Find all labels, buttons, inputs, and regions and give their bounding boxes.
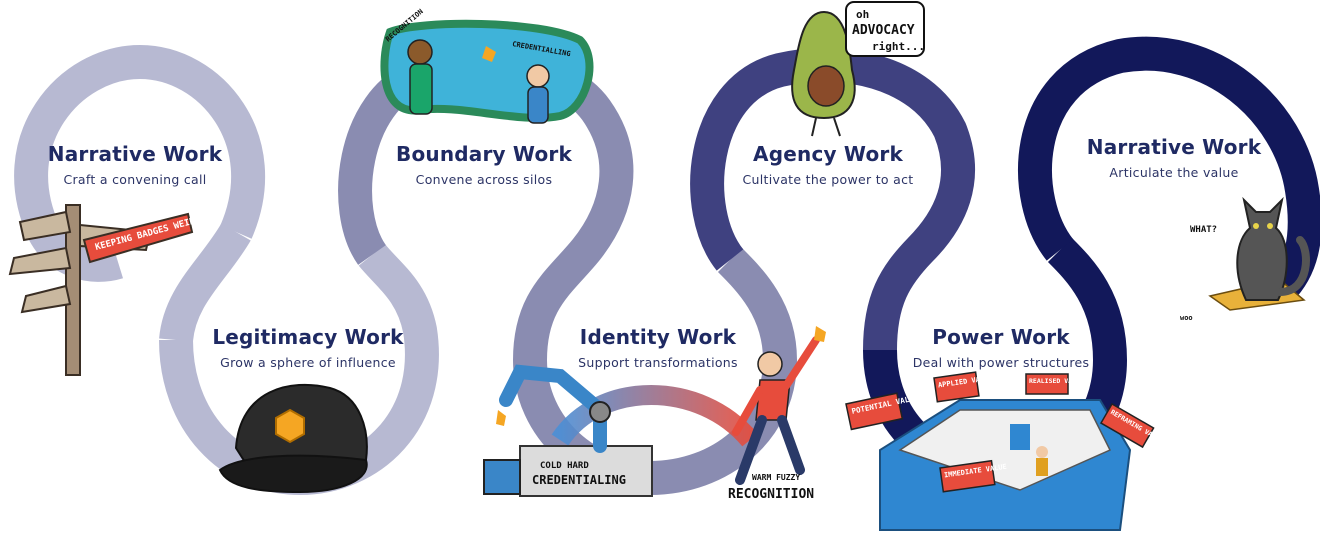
loop-segment-agency <box>690 48 975 351</box>
step-legitimacy-work: Legitimacy Work Grow a sphere of influen… <box>188 325 428 370</box>
step-title: Narrative Work <box>47 142 223 166</box>
step-subtitle: Support transformations <box>578 355 738 370</box>
step-subtitle: Cultivate the power to act <box>742 172 914 187</box>
sign-immediate-value: IMMEDIATE VALUE <box>939 459 1007 493</box>
step-title: Boundary Work <box>396 142 572 166</box>
step-agency-work: Agency Work Cultivate the power to act <box>708 142 948 187</box>
robot-arm-illustration: COLD HARD CREDENTIALING <box>483 364 653 497</box>
running-person-illustration: WARM FUZZY RECOGNITION <box>728 326 826 502</box>
step-identity-work: Identity Work Support transformations <box>538 325 778 370</box>
step-subtitle: Articulate the value <box>1109 165 1239 180</box>
sign-applied-value: APPLIED VALUE <box>933 371 993 403</box>
avocado-illustration: oh ADVOCACY right... <box>791 1 925 137</box>
step-title: Legitimacy Work <box>212 325 404 349</box>
signpost-illustration: KEEPING BADGES WEIRD <box>8 204 202 376</box>
avocado-speech-line2: ADVOCACY <box>852 23 915 38</box>
step-title: Identity Work <box>579 325 737 349</box>
step-subtitle: Craft a convening call <box>63 172 207 187</box>
step-subtitle: Deal with power structures <box>912 355 1090 370</box>
cat-speech: WHAT? <box>1190 225 1217 235</box>
maze-illustration: POTENTIAL VALUE APPLIED VALUE REALISED V… <box>845 371 1164 531</box>
cold-hard-label: COLD HARD <box>540 461 589 471</box>
step-title: Power Work <box>932 325 1070 349</box>
step-subtitle: Convene across silos <box>415 172 553 187</box>
cap-illustration <box>218 383 368 494</box>
recognition-label: RECOGNITION <box>728 487 814 502</box>
loop-segment-narrative <box>14 44 265 240</box>
step-subtitle: Grow a sphere of influence <box>220 355 396 370</box>
step-power-work: Power Work Deal with power structures <box>881 325 1121 370</box>
boundary-illustration: RECOGNITION CREDENTIALLING <box>380 8 594 124</box>
step-boundary-work: Boundary Work Convene across silos <box>364 142 604 187</box>
step-title: Narrative Work <box>1086 135 1262 159</box>
step-narrative-work-right: Narrative Work Articulate the value <box>1054 135 1294 180</box>
loop-connector-2 <box>159 223 251 343</box>
cat-illustration: WHAT? woo <box>1180 196 1310 322</box>
sign-realised-value: REALISED VALUE <box>1025 373 1084 395</box>
cat-sound: woo <box>1180 314 1193 322</box>
avocado-speech-line3: right... <box>872 40 925 53</box>
svg-text:REALISED VALUE: REALISED VALUE <box>1029 377 1084 385</box>
avocado-speech-line1: oh <box>856 8 869 21</box>
credential-recognition-arc <box>551 385 758 447</box>
step-title: Agency Work <box>753 142 903 166</box>
step-narrative-work: Narrative Work Craft a convening call <box>15 142 255 187</box>
warm-fuzzy-label: WARM FUZZY <box>752 473 800 482</box>
loop-segment-narrative-right <box>1018 36 1320 303</box>
credentialing-label: CREDENTIALING <box>532 473 626 487</box>
